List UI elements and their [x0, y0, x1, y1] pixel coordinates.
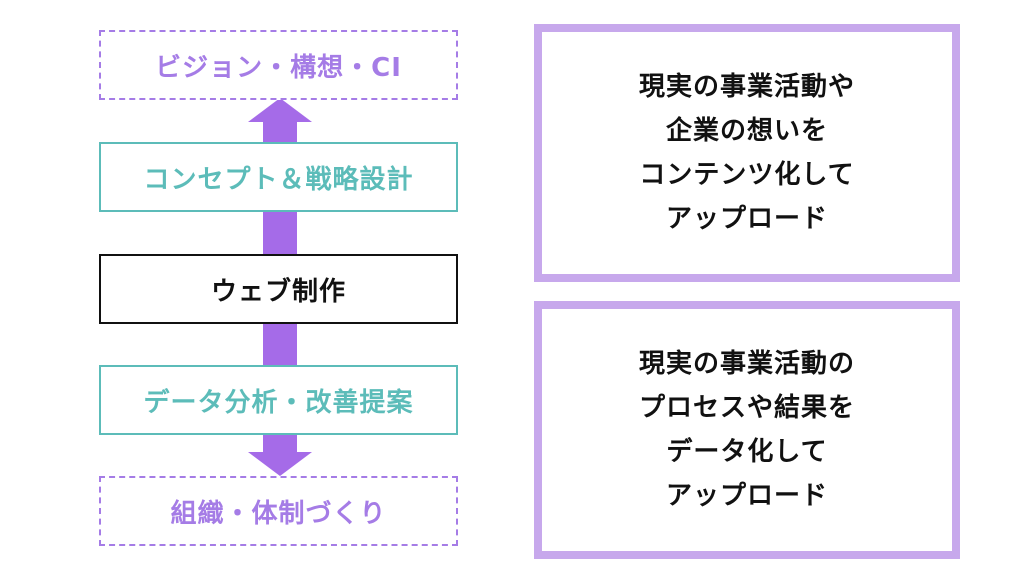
- web-production-label: ウェブ制作: [210, 276, 346, 307]
- panel-line: 現実の事業活動の: [638, 349, 855, 379]
- panel-line: データ化して: [666, 437, 828, 467]
- vision-box: ビジョン・構想・CI: [99, 30, 458, 100]
- content-upload-panel: 現実の事業活動や 企業の想いを コンテンツ化して アップロード: [534, 24, 960, 282]
- data-analysis-label: データ分析・改善提案: [143, 387, 414, 418]
- concept-label: コンセプト＆戦略設計: [143, 164, 414, 195]
- organization-box: 組織・体制づくり: [99, 476, 458, 546]
- panel-line: 現実の事業活動や: [638, 72, 855, 102]
- data-analysis-box: データ分析・改善提案: [99, 365, 458, 435]
- data-upload-panel: 現実の事業活動の プロセスや結果を データ化して アップロード: [534, 301, 960, 559]
- panel-line: プロセスや結果を: [638, 393, 855, 423]
- down-arrow-icon: [248, 452, 312, 476]
- panel-line: 企業の想いを: [665, 116, 828, 146]
- web-production-box: ウェブ制作: [99, 254, 458, 324]
- panel-line: アップロード: [665, 204, 828, 234]
- organization-label: 組織・体制づくり: [170, 498, 387, 529]
- panel-line: コンテンツ化して: [639, 160, 855, 190]
- concept-box: コンセプト＆戦略設計: [99, 142, 458, 212]
- vision-label: ビジョン・構想・CI: [155, 52, 402, 83]
- panel-line: アップロード: [665, 481, 828, 511]
- up-arrow-icon: [248, 98, 312, 122]
